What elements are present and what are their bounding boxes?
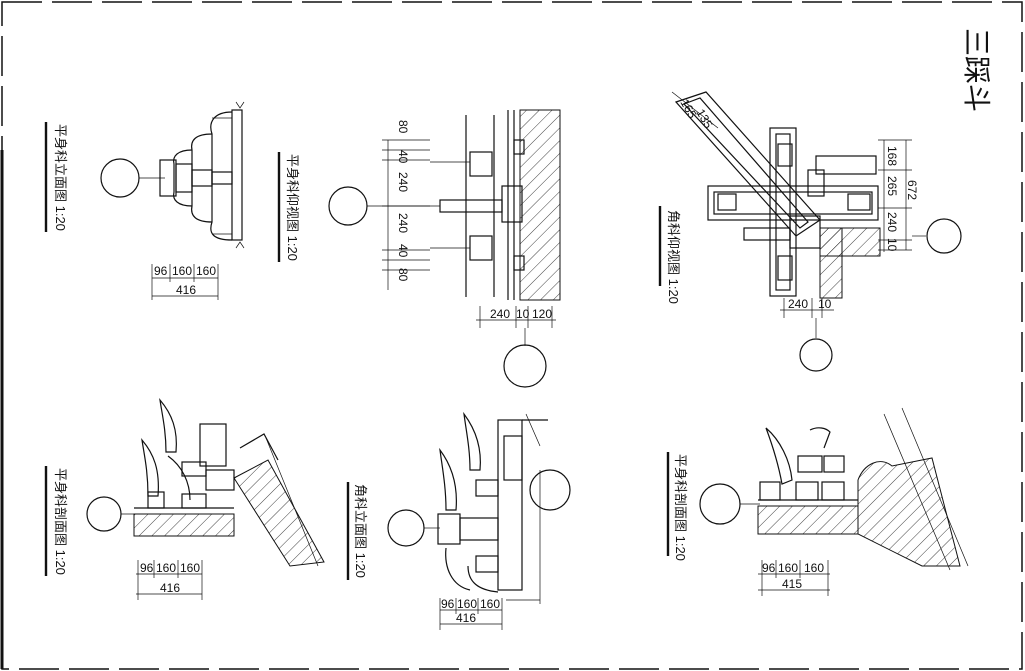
dim-text: 10	[818, 297, 832, 311]
view-index-circle	[529, 469, 571, 511]
corner-bracket-plan-drawing	[674, 91, 881, 299]
dim-text: 160	[778, 561, 798, 575]
dim-text: 10	[516, 307, 530, 321]
view-label: 角科立面图 1:20	[353, 484, 368, 578]
dim-text: 10	[885, 238, 899, 252]
dimension-group: 96 160 160 416	[151, 264, 219, 300]
bracket-elevation-drawing	[159, 101, 245, 249]
view-corner-elevation: 角科立面图 1:20 96 160	[346, 411, 571, 630]
view-flat-plan: 平身科仰视图 1:20 80 4	[277, 109, 561, 388]
dim-text: 240	[396, 172, 410, 192]
dim-text: 672	[905, 180, 919, 200]
dim-text: 80	[396, 120, 410, 134]
view-corner-plan: 角科仰视图 1:20 165 135	[658, 91, 962, 372]
dim-text: 416	[160, 581, 180, 595]
dim-text: 160	[196, 264, 216, 278]
dimension-group: 96 160 160 416	[439, 597, 503, 630]
view-index-circle	[926, 218, 962, 254]
dim-text: 240	[490, 307, 510, 321]
dim-text: 40	[396, 150, 410, 164]
view-index-circle	[328, 186, 368, 226]
dim-text: 160	[156, 561, 176, 575]
view-label: 平身科剖面图 1:20	[53, 468, 68, 575]
dim-text: 416	[176, 283, 196, 297]
dim-text: 40	[396, 244, 410, 258]
dim-text: 265	[885, 176, 899, 196]
view-flat-section-right: 平身科剖面图 1:20 96 160 160 41	[666, 407, 969, 596]
dimension-group-horizontal: 240 10	[780, 297, 834, 338]
view-index-circle	[100, 158, 140, 198]
dimension-group: 96 160 160 415	[758, 560, 830, 596]
dim-text: 80	[396, 268, 410, 282]
dim-text: 160	[457, 597, 477, 611]
dimension-group-vertical: 168 265 672 240 10	[878, 139, 926, 252]
view-flat-elevation: 平身科立面图 1:20 96 160 160 41	[44, 101, 245, 300]
dim-text: 160	[480, 597, 500, 611]
view-index-circle	[799, 338, 833, 372]
dim-text: 160	[804, 561, 824, 575]
view-label: 平身科仰视图 1:20	[285, 154, 300, 261]
dim-text: 96	[154, 264, 168, 278]
dim-text: 240	[885, 212, 899, 232]
view-index-circle	[699, 483, 741, 525]
dim-text: 160	[180, 561, 200, 575]
bracket-section-drawing	[133, 398, 325, 567]
dim-text: 160	[172, 264, 192, 278]
dimension-group-horizontal: 240 10 120	[476, 306, 556, 346]
dimension-group: 96 160 160 416	[136, 560, 203, 600]
dim-text: 120	[532, 307, 552, 321]
dimension-group-vertical: 80 40 240 240 40 80	[382, 120, 430, 290]
view-index-circle	[86, 496, 122, 532]
dim-text: 96	[441, 597, 455, 611]
dim-text: 96	[140, 561, 154, 575]
view-flat-section-left: 平身科剖面图 1:20 96 160 160	[44, 398, 325, 600]
dim-text: 415	[782, 577, 802, 591]
bracket-plan-drawing	[430, 109, 561, 301]
dim-text: 168	[885, 146, 899, 166]
drawing-title: 三踩斗	[960, 28, 993, 112]
bracket-section-drawing	[757, 407, 969, 571]
dim-text: 416	[456, 611, 476, 625]
view-label: 角科仰视图 1:20	[666, 210, 681, 304]
view-index-circle	[503, 344, 547, 388]
view-label: 平身科剖面图 1:20	[673, 454, 688, 561]
dim-text: 96	[762, 561, 776, 575]
view-label: 平身科立面图 1:20	[53, 124, 68, 231]
view-index-circle	[387, 509, 425, 547]
dim-text: 240	[788, 297, 808, 311]
dim-text: 240	[396, 213, 410, 233]
corner-bracket-elevation-drawing	[437, 411, 548, 604]
